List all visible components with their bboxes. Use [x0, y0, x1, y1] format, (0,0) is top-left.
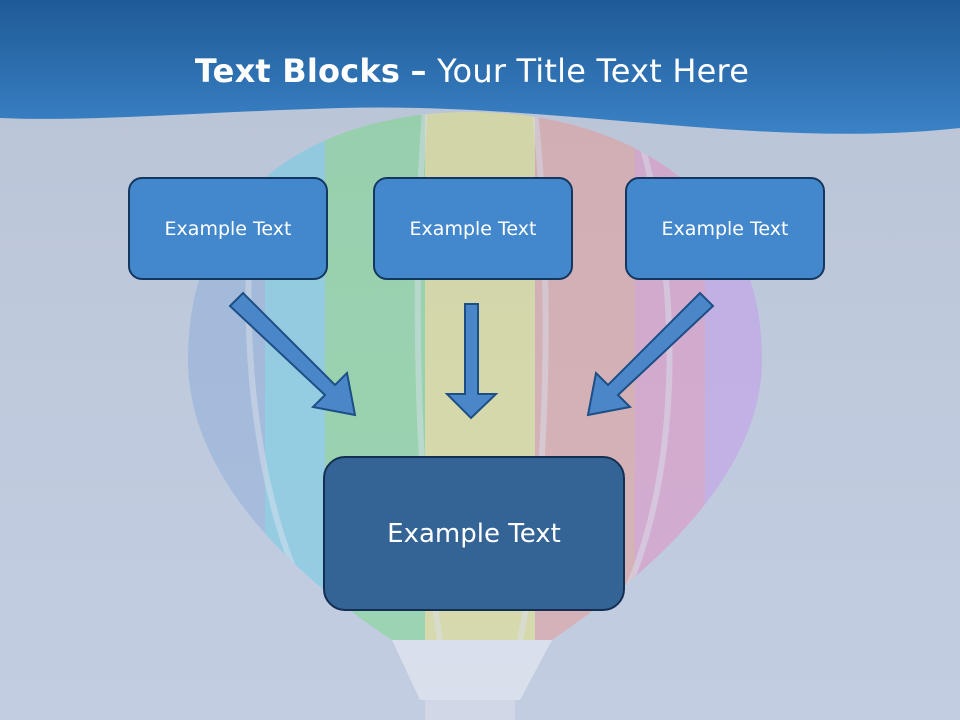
text-block-label: Example Text — [409, 217, 537, 240]
arrow-down-right-icon — [228, 291, 357, 417]
header-band — [0, 0, 960, 134]
text-block-right[interactable]: Example Text — [625, 177, 825, 280]
text-block-label: Example Text — [661, 217, 789, 240]
arrow-down-icon — [444, 303, 499, 420]
text-block-result[interactable]: Example Text — [323, 456, 625, 611]
title-rest-text: Your Title Text Here — [437, 52, 750, 90]
text-block-left[interactable]: Example Text — [128, 177, 328, 280]
text-block-label: Example Text — [164, 217, 292, 240]
title-dash: – — [410, 52, 427, 90]
title-bold-text: Text Blocks — [194, 52, 401, 90]
text-block-center[interactable]: Example Text — [373, 177, 573, 280]
text-block-result-label: Example Text — [387, 518, 561, 549]
arrow-down-left-icon — [586, 291, 715, 417]
slide-title: Text Blocks – Your Title Text Here — [0, 52, 944, 90]
